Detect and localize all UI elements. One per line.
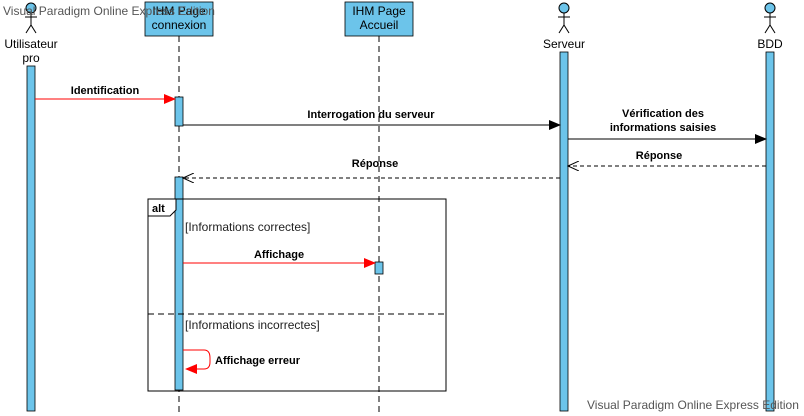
lifeline-accueil-box bbox=[344, 1, 414, 37]
message-reponse-server-label: Réponse bbox=[352, 158, 398, 170]
alt-guard-correct: [Informations correctes] bbox=[185, 220, 310, 234]
actor-bdd-icon bbox=[764, 2, 776, 34]
message-affichage-erreur-arrow bbox=[183, 349, 211, 374]
message-verification-label-1: Vérification des bbox=[622, 108, 704, 120]
watermark-top: Visual Paradigm Online Express Edition bbox=[3, 4, 215, 18]
actor-server-icon bbox=[558, 2, 570, 34]
message-affichage-label: Affichage bbox=[254, 249, 304, 261]
alt-guard-incorrect: [Informations incorrectes] bbox=[185, 318, 320, 332]
lifeline-accueil-label-1: IHM Page bbox=[352, 4, 406, 18]
lifeline-user-label-1: Utilisateur bbox=[4, 37, 57, 51]
message-affichage-erreur-label: Affichage erreur bbox=[215, 355, 301, 367]
lifeline-user-label-2: pro bbox=[22, 51, 40, 65]
lifeline-bdd-label: BDD bbox=[757, 37, 783, 51]
alt-fragment-operator: alt bbox=[152, 203, 165, 215]
activation-bdd bbox=[765, 51, 775, 412]
lifeline-connexion-label-2: connexion bbox=[152, 18, 207, 32]
activation-connexion-2 bbox=[174, 176, 184, 391]
activation-user bbox=[26, 65, 36, 412]
alt-fragment-frame bbox=[147, 198, 447, 392]
lifeline-accueil-label-2: Accueil bbox=[360, 18, 399, 32]
message-verification-label-2: informations saisies bbox=[610, 122, 716, 134]
message-identification-label: Identification bbox=[71, 85, 140, 97]
message-reponse-bdd-label: Réponse bbox=[636, 150, 682, 162]
lifeline-connexion-label-1: IHM Page bbox=[152, 4, 206, 18]
actor-user-icon bbox=[25, 2, 37, 34]
watermark-bottom: Visual Paradigm Online Express Edition bbox=[587, 398, 799, 412]
activation-accueil bbox=[374, 261, 384, 275]
lifeline-server-label: Serveur bbox=[543, 37, 585, 51]
alt-fragment-tab bbox=[147, 198, 177, 217]
message-interrogation-label: Interrogation du serveur bbox=[307, 109, 435, 121]
activation-server bbox=[559, 51, 569, 412]
activation-connexion-1 bbox=[174, 96, 184, 127]
